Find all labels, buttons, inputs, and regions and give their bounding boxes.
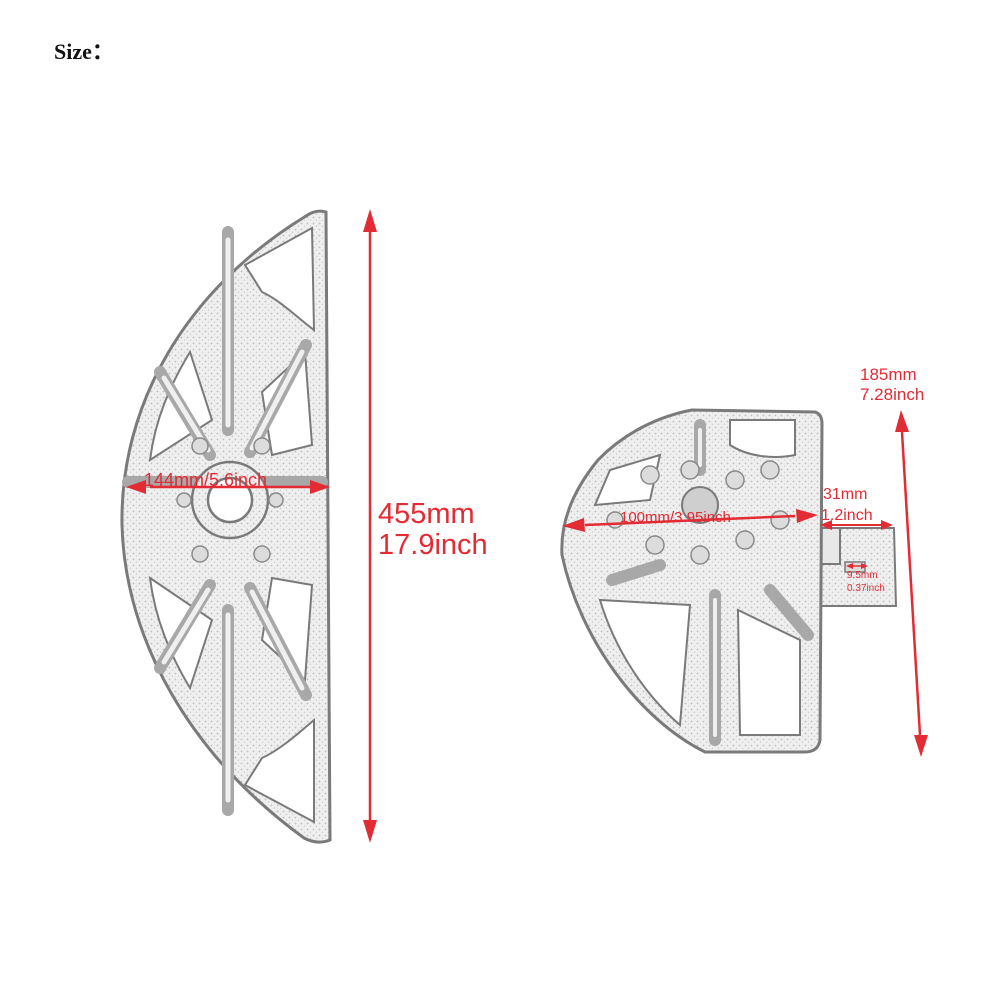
peg-pin-label-inch: 0.37inch [847,583,885,594]
floorboard-window-bottom [243,717,315,824]
floorboard-drawing [120,209,332,844]
peg-pin-arrow-right [861,563,868,569]
board-length-label-inch: 17.9inch [378,529,488,561]
peg-height-label-inch: 7.28inch [860,385,924,404]
peg-window-left [593,453,662,507]
peg-mount-arrow-left [820,520,832,530]
peg-width-arrow-left [562,518,585,532]
peg-mount-label-mm: 31mm [823,486,867,503]
board-length-label-mm: 455mm [378,498,475,530]
foot-peg-drawing [560,408,898,754]
peg-pin-arrow-left [846,563,853,569]
peg-window-top [729,419,796,458]
size-heading: Size： [54,39,114,64]
floorboard-hub-hole [206,476,254,524]
board-length-arrow-top [363,209,377,232]
peg-window-bottom-right [736,608,801,736]
peg-width-arrow-right [796,509,818,523]
board-length-arrow-bottom [363,820,377,843]
peg-height-line [900,431,922,736]
peg-hub [681,486,719,524]
peg-width-label: 100mm/3.95inch [620,509,731,526]
floorboard-window-top [243,226,316,332]
peg-width-line [584,514,796,527]
peg-mount-arrow-right [881,520,893,530]
board-width-label: 144mm/5.6inch [144,470,267,490]
peg-pin-label-mm: 9.5mm [847,570,878,581]
board-width-arrow-right [310,480,330,494]
peg-height-arrow-bottom [914,735,928,757]
peg-mount-label-inch: 1.2inch [821,507,873,524]
board-width-arrow-left [126,480,146,494]
peg-window-bottom-left [598,598,692,728]
peg-height-arrow-top [895,410,909,432]
peg-height-label-mm: 185mm [860,365,917,384]
